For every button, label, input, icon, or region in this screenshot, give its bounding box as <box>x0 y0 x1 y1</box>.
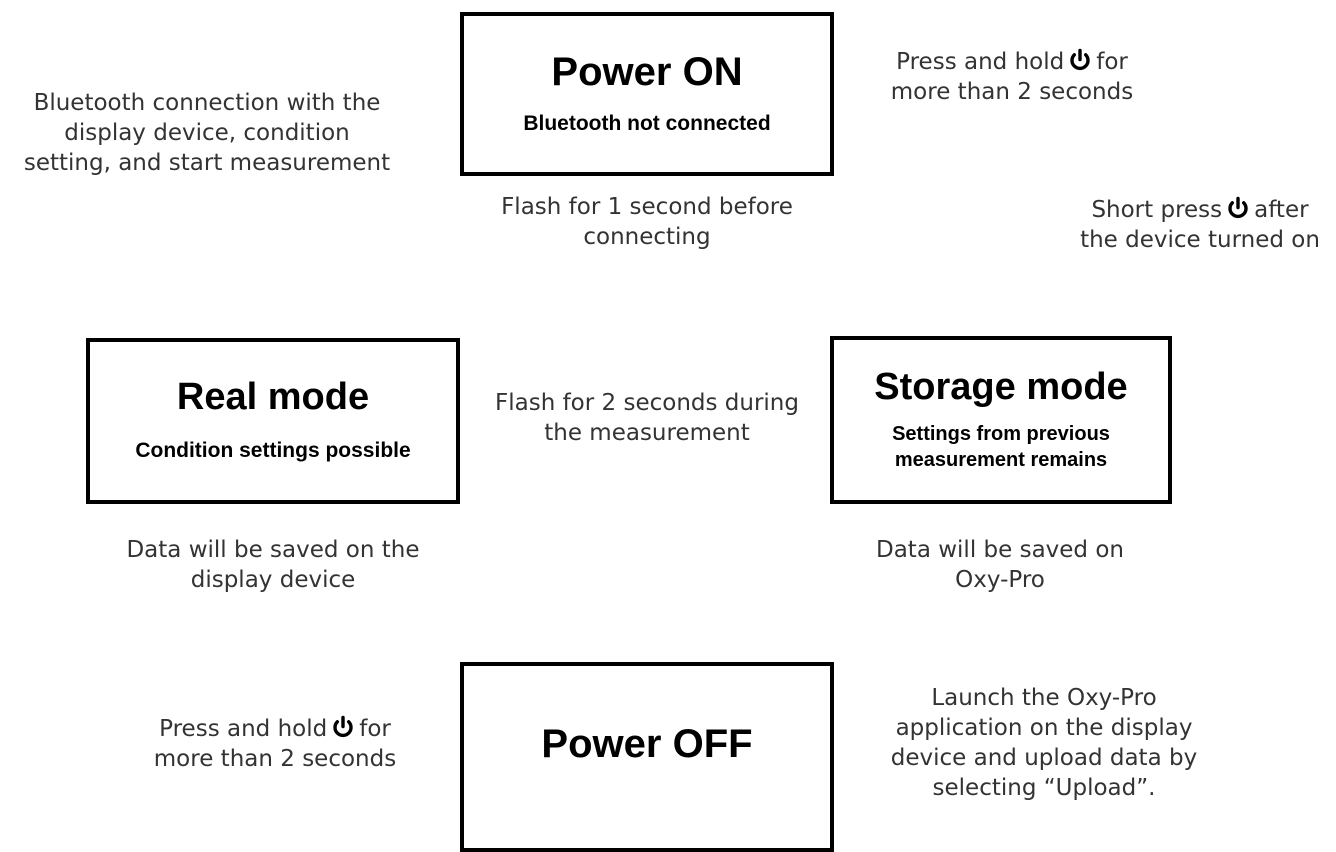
storage-mode-title: Storage mode <box>874 366 1128 409</box>
left-saved-note-line1: Data will be saved on the <box>126 537 420 563</box>
left-saved-note-line2: display device <box>190 567 356 593</box>
right-mid-note-pre: Short press <box>1091 197 1223 223</box>
left-top-note-line1: Bluetooth connection with the <box>33 90 381 116</box>
right-bottom-note-line1: Launch the Oxy-Pro <box>931 685 1157 711</box>
storage-mode-box: Storage mode Settings from previous meas… <box>830 336 1172 504</box>
right-top-note-pre: Press and hold <box>896 49 1065 75</box>
center-mid-note: Flash for 2 seconds during the measureme… <box>466 388 828 448</box>
power-off-box: Power OFF <box>460 662 834 852</box>
right-mid-note: Short press after the device turned on <box>1050 195 1336 255</box>
right-mid-note-post: after <box>1254 197 1309 223</box>
left-bottom-note: Press and hold for more than 2 seconds <box>100 714 450 774</box>
power-on-subtitle: Bluetooth not connected <box>523 112 771 136</box>
power-on-box: Power ON Bluetooth not connected <box>460 12 834 176</box>
right-saved-note-line1: Data will be saved on <box>876 537 1124 563</box>
center-top-note: Flash for 1 second before connecting <box>466 192 828 252</box>
power-on-title: Power ON <box>551 50 743 95</box>
right-saved-note-line2: Oxy-Pro <box>955 567 1045 593</box>
left-top-note-line2: display device, condition <box>64 120 350 146</box>
right-top-note: Press and hold for more than 2 seconds <box>862 47 1162 107</box>
center-mid-note-line1: Flash for 2 seconds during <box>495 390 799 416</box>
right-mid-note-line2: the device turned on <box>1080 227 1320 253</box>
right-bottom-note-line2: application on the display <box>895 715 1193 741</box>
power-icon <box>333 715 353 738</box>
power-off-title: Power OFF <box>541 722 753 766</box>
left-bottom-note-pre: Press and hold <box>159 716 328 742</box>
left-top-note: Bluetooth connection with the display de… <box>2 88 412 178</box>
left-bottom-note-post: for <box>359 716 391 742</box>
right-top-note-line2: more than 2 seconds <box>890 79 1134 105</box>
right-bottom-note: Launch the Oxy-Pro application on the di… <box>866 683 1222 803</box>
right-bottom-note-line4: selecting “Upload”. <box>932 775 1156 801</box>
power-icon <box>1228 196 1248 219</box>
storage-mode-subtitle-line2: measurement remains <box>894 448 1108 471</box>
storage-mode-subtitle-line1: Settings from previous <box>892 422 1110 445</box>
real-mode-title: Real mode <box>176 376 370 419</box>
left-bottom-note-line2: more than 2 seconds <box>153 746 397 772</box>
power-icon <box>1070 48 1090 71</box>
center-top-note-line1: Flash for 1 second before <box>501 194 793 220</box>
left-saved-note: Data will be saved on the display device <box>92 535 454 595</box>
right-bottom-note-line3: device and upload data by <box>890 745 1198 771</box>
real-mode-subtitle: Condition settings possible <box>135 439 411 463</box>
left-top-note-line3: setting, and start measurement <box>23 150 391 176</box>
right-saved-note: Data will be saved on Oxy-Pro <box>840 535 1160 595</box>
real-mode-box: Real mode Condition settings possible <box>86 338 460 504</box>
center-mid-note-line2: the measurement <box>544 420 750 446</box>
right-top-note-post: for <box>1096 49 1128 75</box>
center-top-note-line2: connecting <box>583 224 711 250</box>
